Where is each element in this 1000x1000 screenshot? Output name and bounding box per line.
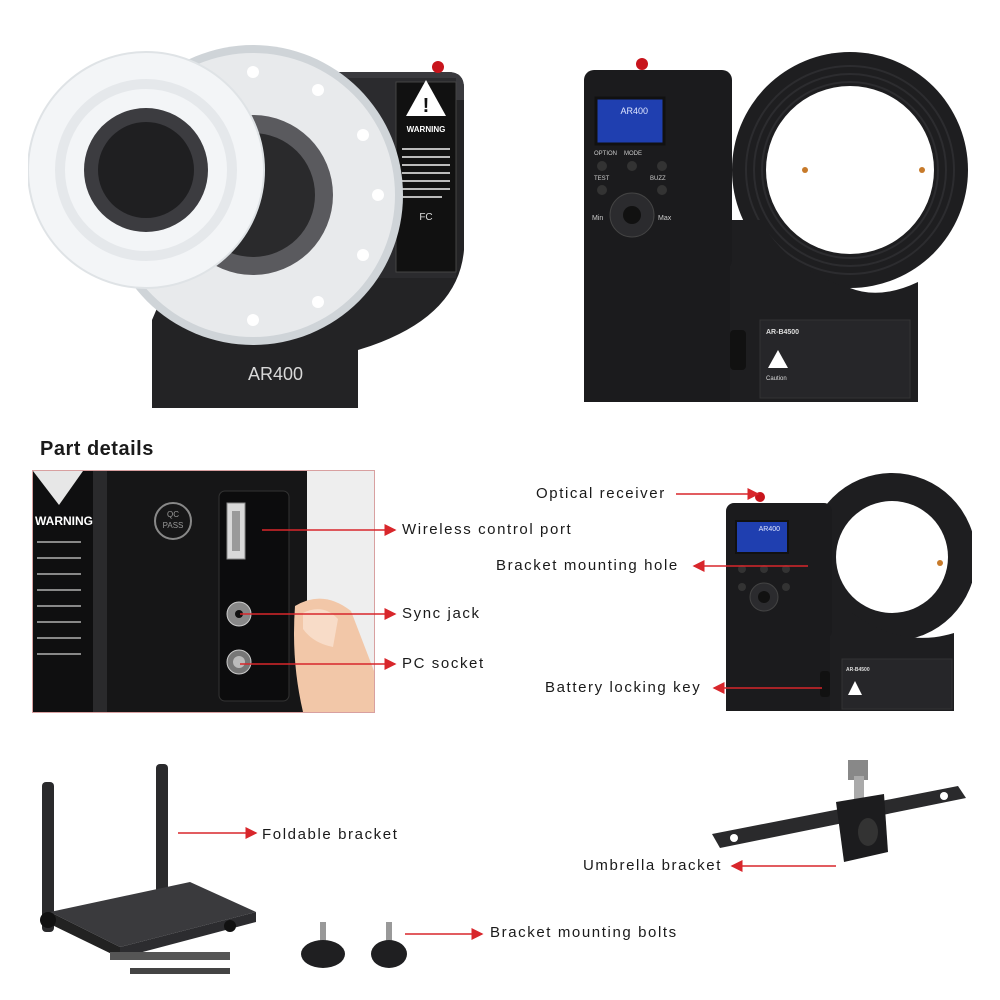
product-photo-back: AR400 OPTION MODE TEST BUZZ Min Max AR-B… — [580, 20, 970, 420]
svg-text:TEST: TEST — [594, 176, 610, 182]
label-foldable-bracket: Foldable bracket — [262, 826, 399, 843]
svg-text:Min: Min — [592, 215, 603, 222]
model-badge: AR400 — [248, 364, 303, 384]
closeup-ports-photo: WARNING QC PASS — [32, 470, 375, 713]
svg-text:OPTION: OPTION — [594, 151, 617, 157]
label-battery-locking-key: Battery locking key — [545, 679, 702, 696]
indicator-light-icon — [636, 58, 648, 70]
svg-text:AR-B4500: AR-B4500 — [846, 667, 870, 673]
svg-text:BUZZ: BUZZ — [650, 176, 666, 182]
umbrella-bracket-photo — [708, 752, 970, 872]
label-sync-jack: Sync jack — [402, 605, 481, 622]
svg-text:Max: Max — [658, 215, 672, 222]
mounting-bolts-photo — [298, 916, 408, 972]
svg-text:Caution: Caution — [766, 376, 787, 382]
label-wireless-control-port: Wireless control port — [402, 521, 573, 538]
label-bracket-mounting-hole: Bracket mounting hole — [496, 557, 679, 574]
svg-text:QC: QC — [167, 510, 179, 519]
svg-text:!: ! — [423, 95, 430, 117]
svg-text:WARNING: WARNING — [35, 514, 93, 528]
product-photo-front: ! WARNING FC AR400 — [28, 20, 508, 420]
product-photo-small-back: AR400 AR-B4500 — [722, 473, 972, 713]
svg-text:PASS: PASS — [163, 521, 184, 530]
label-umbrella-bracket: Umbrella bracket — [583, 857, 722, 874]
svg-text:AR400: AR400 — [759, 526, 781, 533]
label-optical-receiver: Optical receiver — [536, 485, 666, 502]
svg-text:AR-B4500: AR-B4500 — [766, 329, 799, 336]
section-heading: Part details — [40, 438, 154, 460]
warning-triangle-icon — [406, 80, 446, 116]
label-bracket-mounting-bolts: Bracket mounting bolts — [490, 924, 678, 941]
svg-text:FC: FC — [419, 212, 432, 223]
svg-text:MODE: MODE — [624, 151, 642, 157]
svg-text:AR400: AR400 — [620, 106, 648, 116]
label-pc-socket: PC socket — [402, 655, 485, 672]
foldable-bracket-photo — [30, 762, 260, 982]
warning-title: WARNING — [407, 125, 446, 134]
